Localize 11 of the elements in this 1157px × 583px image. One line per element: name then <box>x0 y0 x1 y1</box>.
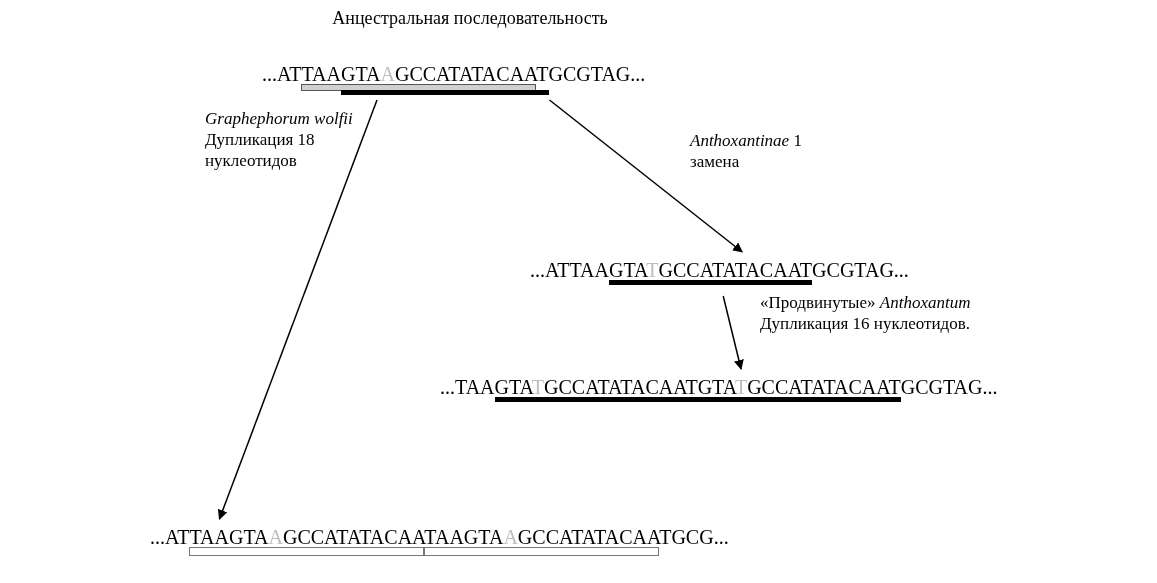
arrow <box>722 295 744 370</box>
dna-sequence: ...ATTAAGTAAGCCATATACAATGCGTAG... <box>262 62 646 86</box>
arrow <box>548 99 743 253</box>
dna-sequence: ...ATTAAGTAAGCCATATACAATAAGTAAGCCATATACAATGCG... <box>150 525 729 549</box>
dna-sequence: ...ATTAAGTATGCCATATACAATGCGTAG... <box>530 258 909 282</box>
dna-sequence: ...TAAGTATGCCATATACAATGTATGCCATATACAATGCGTAG... <box>440 375 998 399</box>
arrow <box>217 99 378 520</box>
edge-label: Graphephorum wolfii Дупликация 18 нуклеотидов <box>205 108 354 171</box>
title: Анцестральная последовательность <box>331 8 609 29</box>
edge-label: «Продвинутые» Anthoxantum Дупликация 16 нуклеотидов. <box>760 292 972 334</box>
edge-label: Anthoxantinae 1 замена <box>690 130 803 172</box>
